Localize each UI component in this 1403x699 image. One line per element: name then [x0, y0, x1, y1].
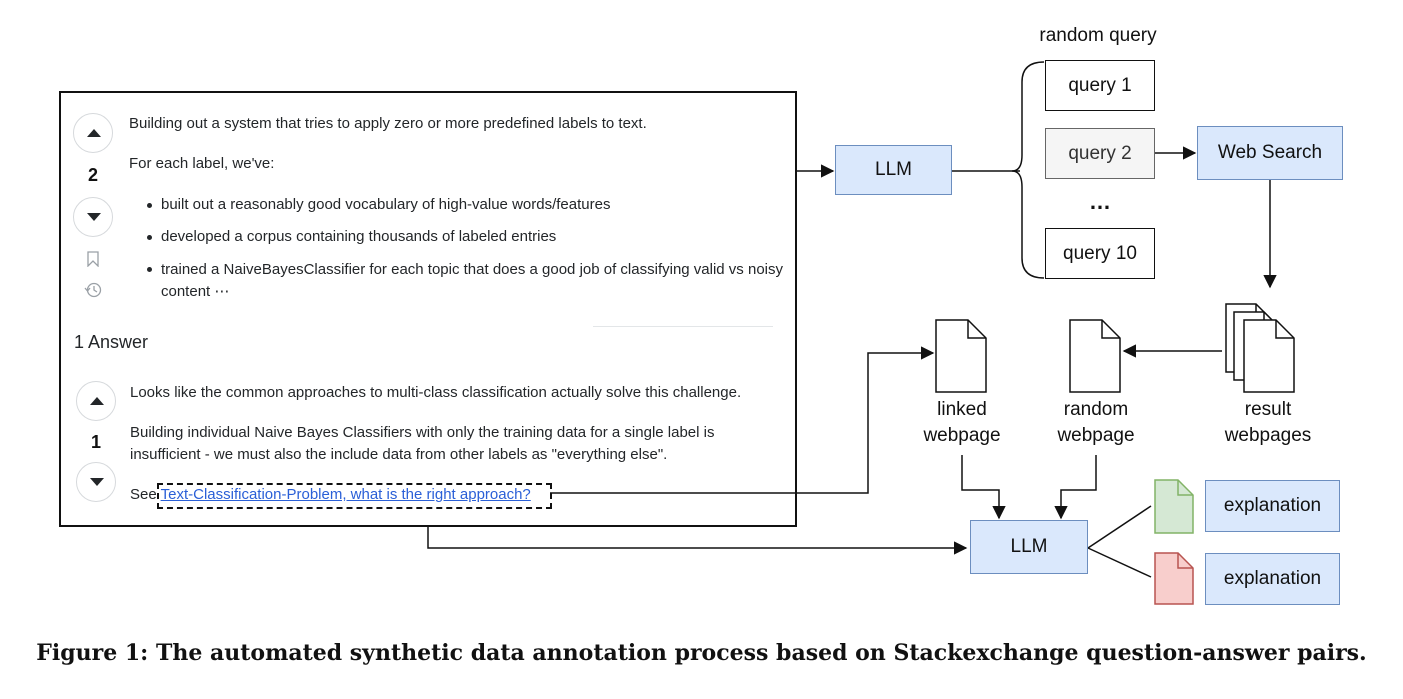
query-box-10: query 10 [1045, 228, 1155, 279]
random-query-label: random query [1039, 25, 1157, 46]
linked-webpage-document-icon [935, 319, 987, 393]
answer-vote-count: 1 [90, 432, 101, 452]
answer-line-2a: Building individual Naive Bayes Classifi… [130, 424, 715, 441]
history-icon[interactable] [84, 281, 102, 299]
question-lead: For each label, we've: [129, 155, 275, 172]
bookmark-icon[interactable] [87, 251, 99, 267]
web-search-box: Web Search [1197, 126, 1343, 180]
linked-webpage-label-line: linked [937, 399, 987, 420]
answer-line-1: Looks like the common approaches to mult… [130, 384, 742, 401]
arrow-random-to-llm [1054, 455, 1097, 520]
answer-line-2b: insufficient - we must also the include … [130, 446, 668, 463]
down-arrow-icon [87, 213, 101, 221]
arrow-linked-to-llm [961, 455, 1006, 520]
down-arrow-icon [90, 478, 104, 486]
result-webpages-document-stack-icon [1225, 303, 1295, 393]
arrow-link-to-linked-page [550, 346, 935, 494]
answer-downvote-button[interactable] [76, 462, 116, 502]
positive-explanation-document-icon [1154, 479, 1194, 534]
question-bullet: built out a reasonably good vocabulary o… [146, 196, 611, 213]
query-box-2: query 2 [1045, 128, 1155, 179]
up-arrow-icon [90, 397, 104, 405]
line-llm-to-positive [1087, 505, 1152, 549]
query-box-1: query 1 [1045, 60, 1155, 111]
downvote-button[interactable] [73, 197, 113, 237]
random-webpage-document-icon [1069, 319, 1121, 393]
linked-webpage-label-line: webpage [923, 425, 1001, 446]
random-webpage-label-line: webpage [1057, 425, 1135, 446]
question-bullet: trained a NaiveBayesClassifier for each … [147, 259, 791, 303]
question-bullet: developed a corpus containing thousands … [146, 228, 557, 245]
question-intro: Building out a system that tries to appl… [129, 115, 647, 132]
see-link-line: See Text-Classification-Problem, what is… [130, 485, 531, 505]
answers-heading: 1 Answer [74, 332, 149, 352]
llm-explainer: LLM [970, 520, 1088, 574]
upvote-button[interactable] [73, 113, 113, 153]
linked-webpage-label: linked webpage [902, 397, 1022, 449]
question-vote-count: 2 [87, 165, 98, 185]
result-webpages-label-line: webpages [1224, 425, 1312, 446]
query-brace [1011, 61, 1045, 279]
line-llm-to-negative [1087, 547, 1152, 578]
stackexchange-screenshot: 2 Building out a system that tries to ap… [59, 91, 797, 527]
query-ellipsis: … [1089, 189, 1111, 214]
result-webpages-label-line: result [1244, 399, 1292, 420]
highlighted-link-box [157, 483, 552, 509]
figure-caption: Figure 1: The automated synthetic data a… [36, 640, 1367, 666]
negative-explanation-box: explanation [1205, 553, 1340, 605]
random-webpage-label: random webpage [1036, 397, 1156, 449]
arrow-panel-to-bottom-llm [427, 527, 968, 555]
answer-link[interactable]: Text-Classification-Problem, what is the… [160, 486, 531, 503]
see-prefix: See [130, 486, 157, 503]
negative-explanation-document-icon [1154, 552, 1194, 605]
random-webpage-label-line: random [1063, 399, 1129, 420]
positive-explanation-box: explanation [1205, 480, 1340, 532]
answer-upvote-button[interactable] [76, 381, 116, 421]
result-webpages-label: result webpages [1208, 397, 1328, 449]
up-arrow-icon [87, 129, 101, 137]
llm-query-generator: LLM [835, 145, 952, 195]
divider [593, 326, 773, 327]
